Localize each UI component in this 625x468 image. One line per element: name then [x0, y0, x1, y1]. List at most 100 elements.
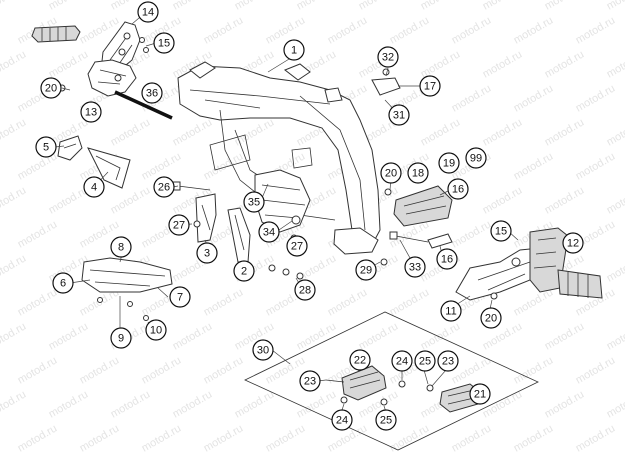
watermark-text: motod.ru	[16, 286, 60, 318]
watermark-text: motod.ru	[326, 14, 370, 46]
callout-number: 7	[177, 292, 183, 304]
bracket-31-32	[371, 68, 401, 96]
callout-c7: 7	[169, 286, 191, 308]
callout-circle	[480, 307, 502, 329]
callout-number: 20	[385, 168, 397, 180]
watermark-text: motod.ru	[0, 0, 28, 13]
callout-c11: 11	[440, 300, 462, 322]
watermark-text: motod.ru	[16, 218, 60, 250]
callout-c20b: 20	[380, 162, 402, 184]
callout-circle	[469, 383, 491, 405]
callout-c27a: 27	[168, 214, 190, 236]
watermark-text: motod.ru	[512, 82, 556, 114]
callout-circle	[355, 259, 377, 281]
callout-c1: 1	[283, 39, 305, 61]
callout-circle	[196, 242, 218, 264]
callout-number: 35	[248, 197, 260, 209]
callout-circle	[380, 162, 402, 184]
watermark-text: motod.ru	[605, 116, 625, 148]
screw-9a	[97, 297, 103, 303]
callout-circle	[490, 220, 512, 242]
watermark-text: motod.ru	[481, 184, 525, 216]
watermark-text: motod.ru	[140, 354, 184, 386]
watermark-text: motod.ru	[109, 388, 153, 420]
callout-number: 15	[158, 38, 170, 50]
callout-number: 14	[142, 7, 154, 19]
watermark-text: motod.ru	[264, 422, 308, 454]
watermark-text: motod.ru	[295, 252, 339, 284]
callout-number: 9	[118, 333, 124, 345]
callout-number: 16	[441, 254, 453, 266]
callout-number: 25	[380, 415, 392, 427]
callout-number: 23	[304, 376, 316, 388]
watermark-text: motod.ru	[78, 422, 122, 454]
callout-number: 2	[241, 266, 247, 278]
callout-circle	[419, 75, 441, 97]
callout-number: 19	[443, 158, 455, 170]
callout-circle	[391, 350, 413, 372]
watermark-text: motod.ru	[233, 116, 277, 148]
watermark-text: motod.ru	[0, 388, 28, 420]
callout-circle	[377, 46, 399, 68]
callout-c17: 17	[419, 75, 441, 97]
callout-circle	[110, 327, 132, 349]
watermark-text: motod.ru	[543, 116, 587, 148]
callout-circle	[233, 260, 255, 282]
callout-c21: 21	[469, 383, 491, 405]
callout-c16b: 16	[436, 248, 458, 270]
callout-number: 34	[263, 227, 275, 239]
watermark-text: motod.ru	[16, 422, 60, 454]
callout-circle	[388, 104, 410, 126]
callout-number: 10	[150, 325, 162, 337]
watermark-text: motod.ru	[574, 82, 618, 114]
watermark-text: motod.ru	[605, 48, 625, 80]
watermark-text: motod.ru	[0, 320, 28, 352]
watermark-text: motod.ru	[47, 320, 91, 352]
watermark-text: motod.ru	[419, 320, 463, 352]
watermark-text: motod.ru	[481, 48, 525, 80]
watermark-text: motod.ru	[605, 184, 625, 216]
callout-circle	[153, 32, 175, 54]
callout-c15a: 15	[153, 32, 175, 54]
callout-circle	[414, 350, 436, 372]
footpeg-top-left	[31, 25, 81, 43]
callout-number: 36	[146, 88, 158, 100]
callout-c31: 31	[388, 104, 410, 126]
watermark-text: motod.ru	[419, 0, 463, 13]
callout-c30: 30	[252, 339, 274, 361]
callout-number: 28	[299, 285, 311, 297]
watermark-text: motod.ru	[450, 14, 494, 46]
callout-number: 4	[91, 182, 97, 194]
callout-c28: 28	[294, 279, 316, 301]
watermark-text: motod.ru	[450, 218, 494, 250]
callout-circle	[437, 350, 459, 372]
callout-circle	[294, 279, 316, 301]
callout-circle	[375, 409, 397, 431]
callout-number: 32	[382, 52, 394, 64]
footpeg-bracket-right	[455, 247, 546, 301]
sidestand-2	[227, 207, 251, 263]
callout-number: 25	[419, 356, 431, 368]
callout-c36: 36	[141, 82, 163, 104]
callout-number: 3	[204, 248, 210, 260]
callout-circle	[286, 235, 308, 257]
callout-c26: 26	[153, 176, 175, 198]
nut-20-right	[490, 292, 498, 300]
callout-number: 18	[412, 168, 424, 180]
callout-number: 33	[409, 262, 421, 274]
watermark-text: motod.ru	[109, 184, 153, 216]
bracket-13	[87, 59, 137, 97]
grommet-20	[384, 188, 392, 196]
callout-circle	[137, 1, 159, 23]
callout-circle	[83, 176, 105, 198]
callout-circle	[436, 248, 458, 270]
callout-c19: 19	[438, 152, 460, 174]
screw-9b	[127, 301, 133, 307]
callout-number: 27	[173, 220, 185, 232]
watermark-text: motod.ru	[543, 388, 587, 420]
watermark-text: motod.ru	[388, 422, 432, 454]
callout-c34: 34	[258, 221, 280, 243]
rod-36	[114, 90, 173, 120]
